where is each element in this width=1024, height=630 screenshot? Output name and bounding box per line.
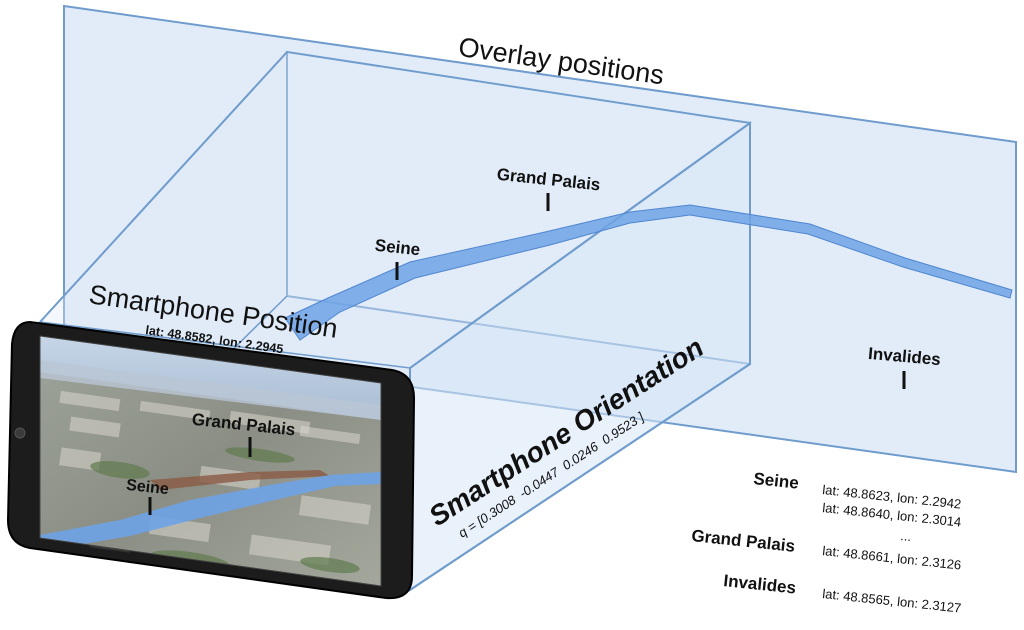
frustum-edge (409, 363, 751, 591)
frustum-edge (39, 51, 288, 323)
poi-name-invalides: Invalides (723, 571, 797, 598)
screen-seine-river (40, 472, 381, 550)
poi-name-grand-palais: Grand Palais (691, 526, 796, 556)
poi-ellipsis: ... (900, 528, 912, 544)
poi-coord-invalides: lat: 48.8565, lon: 2.3127 (822, 586, 962, 616)
smartphone: Grand Palais Seine (6, 320, 416, 600)
frustum-edge (409, 122, 751, 369)
poi-list: Seine lat: 48.8623, lon: 2.2942 lat: 48.… (691, 469, 962, 615)
smartphone-screen-border (39, 335, 382, 587)
screen-label-seine: Seine (125, 477, 169, 498)
poi-coord-grand-palais: lat: 48.8661, lon: 2.3126 (822, 543, 962, 573)
poi-name-seine: Seine (753, 469, 800, 493)
smartphone-screen (40, 336, 381, 586)
overlay-label-seine: Seine (374, 236, 421, 260)
seine-river-ribbon (284, 204, 1013, 341)
smartphone-camera (14, 427, 26, 439)
